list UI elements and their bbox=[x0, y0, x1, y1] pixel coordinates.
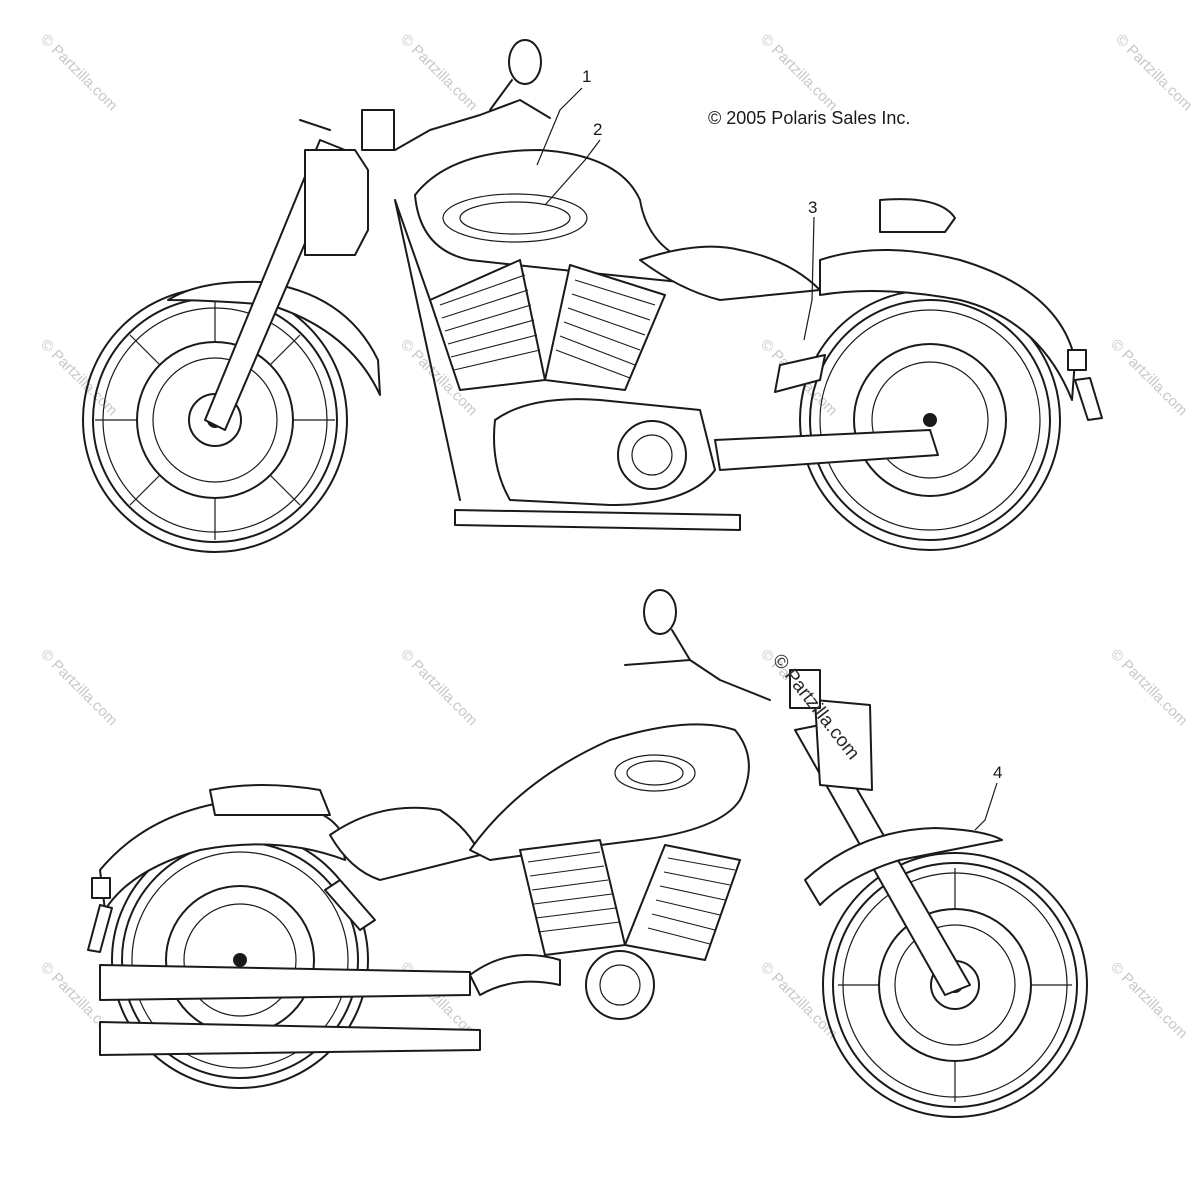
callout-2: 2 bbox=[593, 120, 602, 139]
motorcycle-left-side-view bbox=[87, 589, 1088, 1118]
callout-leaders-top bbox=[536, 87, 815, 341]
callout-leader-4 bbox=[974, 782, 998, 831]
v-twin-engine-bottom bbox=[519, 839, 741, 1020]
copyright-notice: © 2005 Polaris Sales Inc. bbox=[708, 108, 910, 128]
watermark-tile: © Partzilla.com bbox=[397, 31, 480, 114]
rear-shock bbox=[774, 354, 826, 393]
watermark-tile: © Partzilla.com bbox=[1107, 959, 1190, 1042]
fuel-tank-bottom bbox=[469, 723, 750, 861]
swingarm bbox=[714, 429, 939, 471]
rear-shock-bottom bbox=[324, 879, 376, 931]
rear-fender bbox=[819, 249, 1076, 401]
watermark-tile: © Partzilla.com bbox=[1112, 31, 1195, 114]
mirror bbox=[508, 39, 542, 85]
callout-4: 4 bbox=[993, 763, 1002, 782]
watermark-tile: © Partzilla.com bbox=[757, 959, 840, 1042]
watermark-tile: © Partzilla.com bbox=[37, 646, 120, 729]
handlebar-bottom bbox=[624, 659, 771, 701]
watermark-tile: © Partzilla.com bbox=[397, 646, 480, 729]
callout-1: 1 bbox=[582, 67, 591, 86]
front-fender-bottom bbox=[804, 827, 1003, 906]
watermark-tile: © Partzilla.com bbox=[1107, 336, 1190, 419]
headlight bbox=[304, 149, 369, 256]
mirror-bottom bbox=[643, 589, 677, 635]
frame bbox=[394, 199, 461, 501]
v-twin-engine bbox=[429, 259, 741, 531]
motorcycle-right-side-view bbox=[82, 39, 1103, 553]
front-fender bbox=[167, 280, 381, 396]
handlebar bbox=[394, 99, 551, 151]
watermark-tile: © Partzilla.com bbox=[37, 31, 120, 114]
callout-3: 3 bbox=[808, 198, 817, 217]
tank-emblem-decal bbox=[459, 201, 571, 235]
headlight-bottom bbox=[814, 699, 873, 791]
watermark-tile: © Partzilla.com bbox=[757, 31, 840, 114]
tank-emblem-decal-bottom bbox=[626, 760, 684, 786]
watermark-tile: © Partzilla.com bbox=[37, 336, 120, 419]
seat-bottom bbox=[329, 806, 481, 881]
exhaust-pipe bbox=[99, 964, 471, 1001]
seat bbox=[639, 245, 821, 301]
watermark-tile: © Partzilla.com bbox=[1107, 646, 1190, 729]
rear-fender-bottom bbox=[99, 799, 346, 911]
